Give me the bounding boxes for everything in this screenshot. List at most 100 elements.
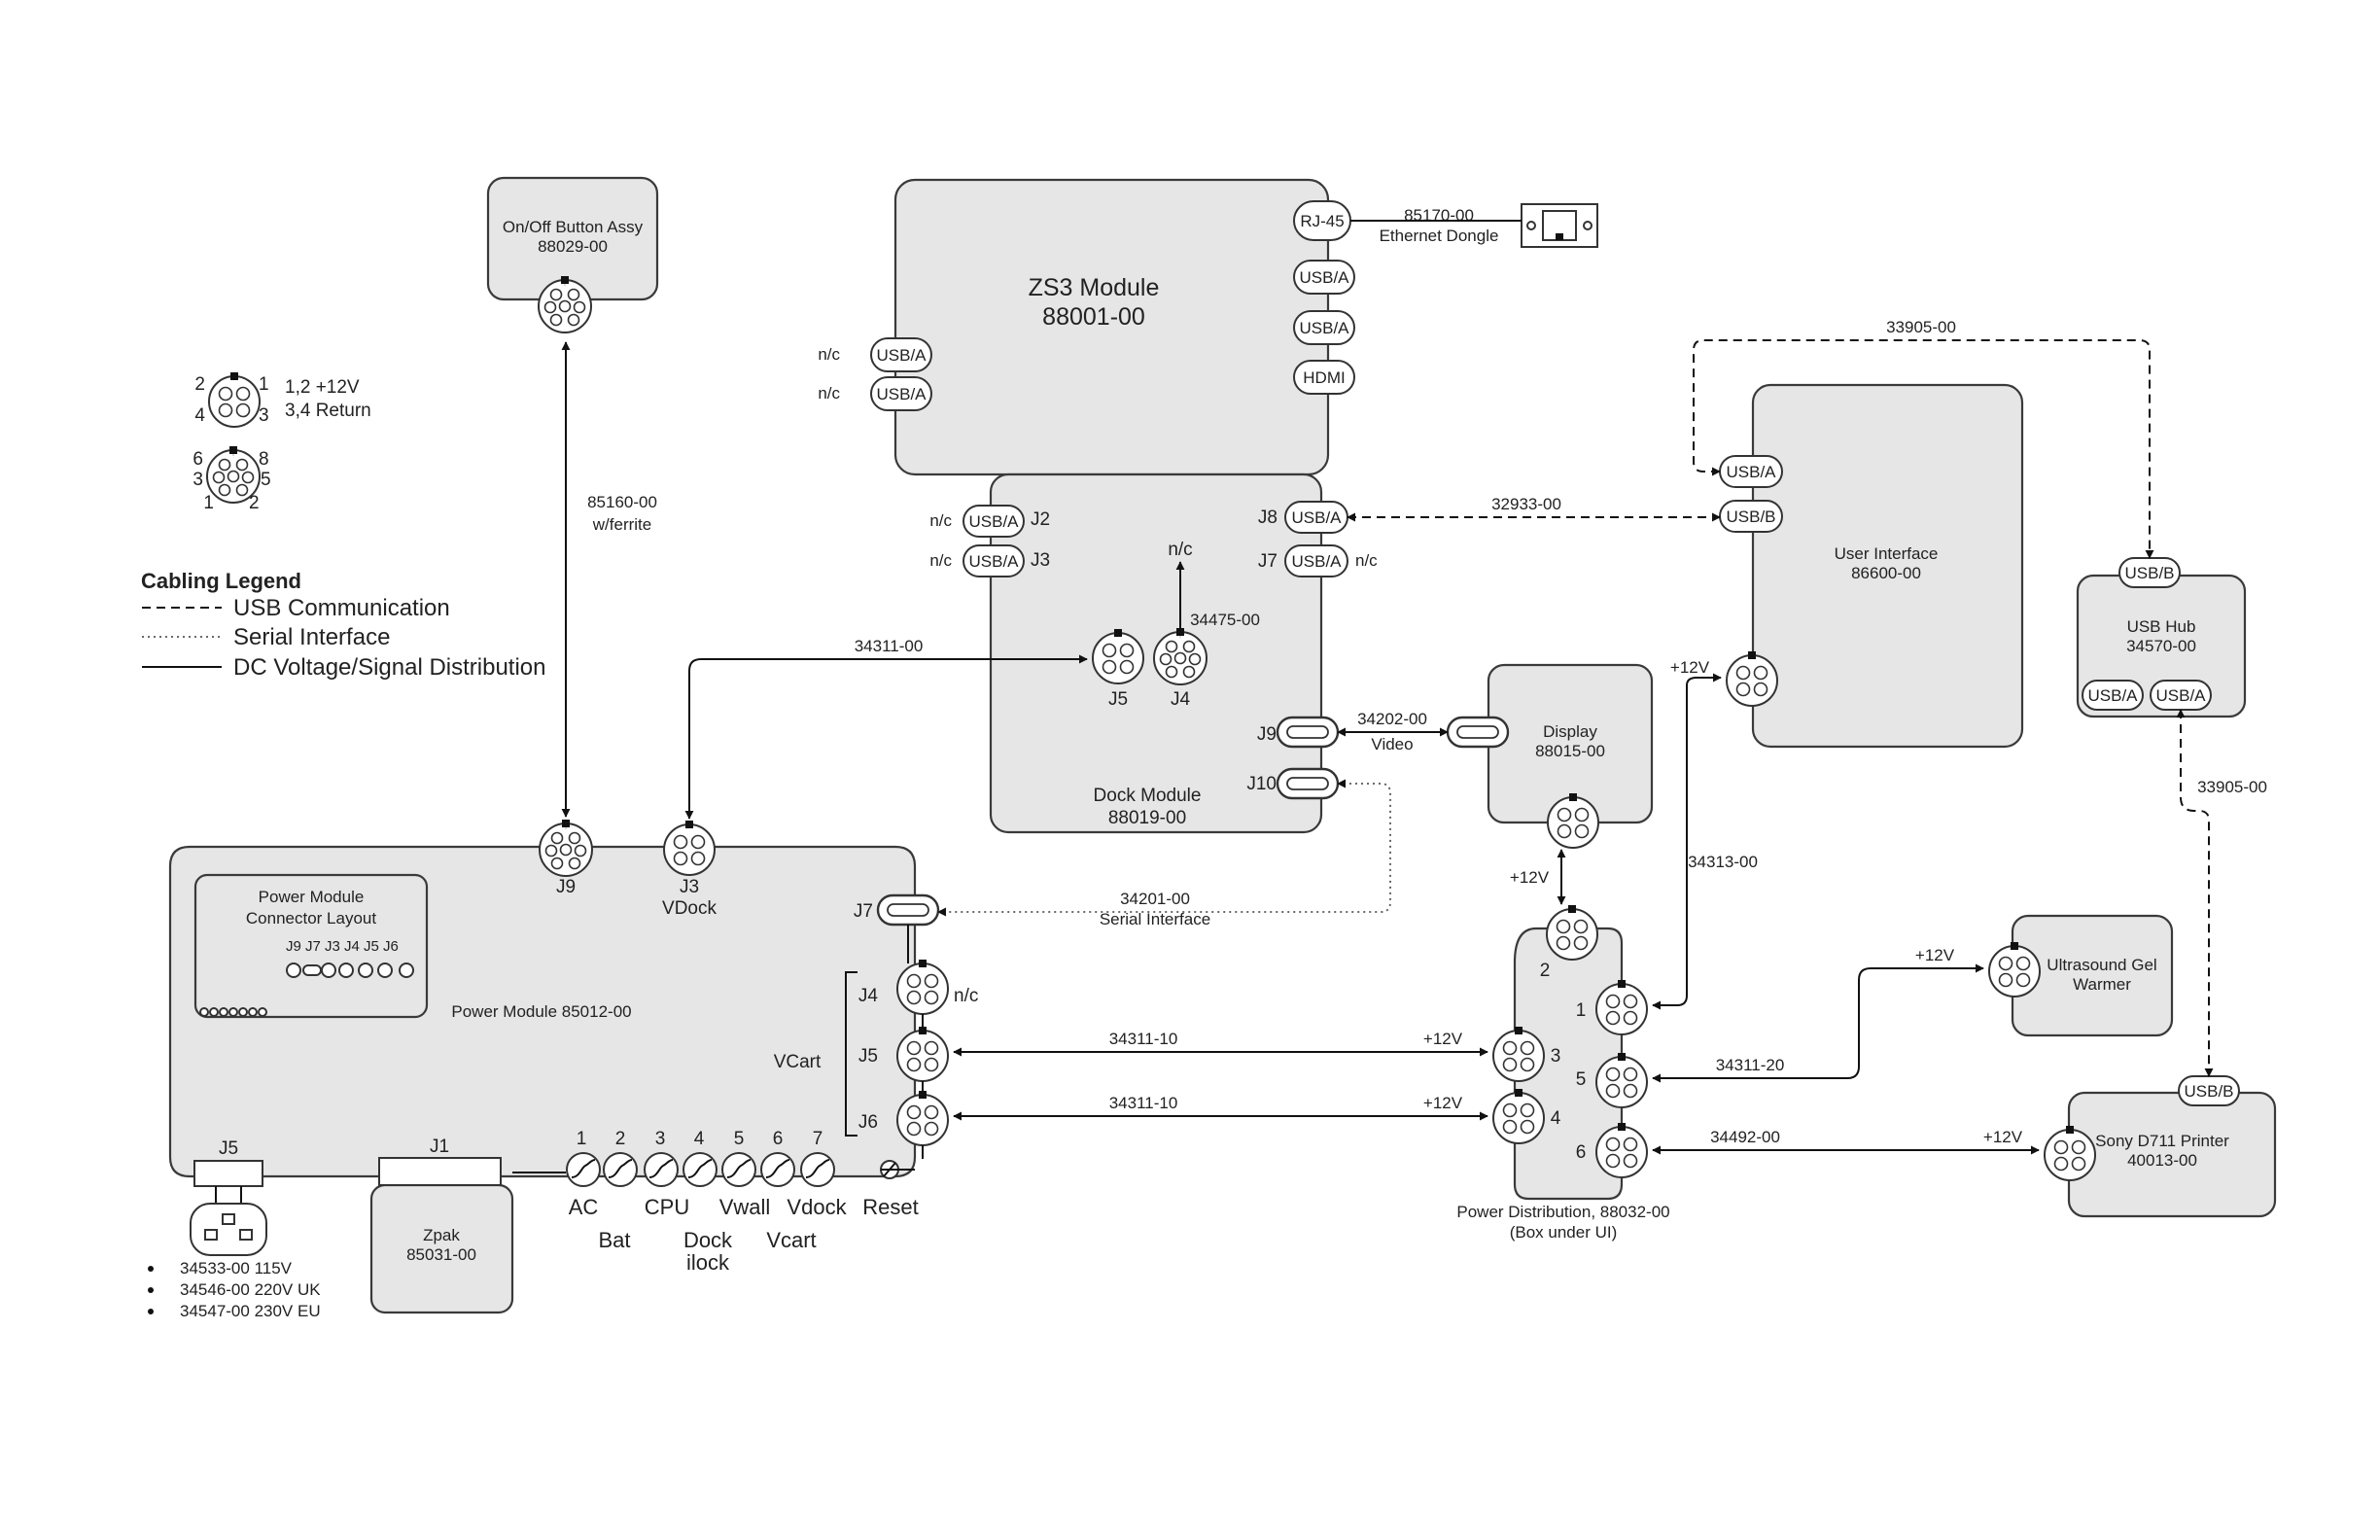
- ui-name: User Interface: [1835, 544, 1939, 563]
- pd4-plus12: +12V: [1423, 1094, 1463, 1112]
- zpak-name: Zpak: [423, 1226, 460, 1244]
- svg-text:HDMI: HDMI: [1303, 368, 1345, 387]
- power-cord-2: 34546-00 220V UK: [180, 1280, 321, 1299]
- printer-usb-b-port: USB/B: [2178, 1075, 2240, 1106]
- cable-34202-note: Video: [1371, 735, 1413, 753]
- power-dist-name: Power Distribution, 88032-00: [1456, 1203, 1669, 1221]
- usb-hub-pn: 34570-00: [2126, 637, 2196, 655]
- inset-title1: Power Module: [259, 888, 365, 906]
- cable-85160-note: w/ferrite: [592, 515, 651, 534]
- fuse-number-1: 1: [577, 1129, 587, 1149]
- reset-label: Reset: [862, 1195, 918, 1219]
- fuse-label-bat: Bat: [598, 1228, 630, 1252]
- pinout8-pin2: 2: [249, 493, 260, 513]
- fuse-number-5: 5: [734, 1129, 745, 1149]
- svg-text:USB/A: USB/A: [876, 346, 927, 365]
- cable-34492-label: 34492-00: [1710, 1128, 1780, 1146]
- ethernet-pn: 85170-00: [1404, 206, 1474, 225]
- fuse-label-vdock: Vdock: [787, 1195, 847, 1219]
- ethernet-name: Ethernet Dongle: [1380, 227, 1499, 245]
- svg-text:USB/B: USB/B: [2184, 1082, 2233, 1101]
- svg-text:RJ-45: RJ-45: [1300, 212, 1344, 230]
- pm-j3-connector: [663, 820, 716, 876]
- pinout4-pin2: 2: [194, 374, 205, 395]
- ui-usb-a-port: USB/A: [1719, 455, 1783, 488]
- svg-text:USB/A: USB/A: [1291, 508, 1342, 527]
- pm-j7-label: J7: [854, 901, 873, 922]
- pinout8-pin6: 6: [192, 449, 203, 470]
- dock-j4-label: J4: [1171, 689, 1191, 710]
- ui-usb-b-port: USB/B: [1719, 500, 1783, 533]
- dock-j10-serial-port: [1276, 767, 1340, 800]
- fuse-label-ilock: ilock: [686, 1250, 730, 1275]
- cable-32933-label: 32933-00: [1491, 495, 1561, 513]
- pd-port-6-label: 6: [1576, 1142, 1587, 1163]
- nc-label: n/c: [954, 986, 978, 1006]
- pm-j3-label: J3: [680, 877, 699, 897]
- cable-34311-00-label: 34311-00: [855, 637, 924, 655]
- pd-port-1-label: 1: [1576, 1000, 1587, 1021]
- dock-j9-video-port: [1276, 716, 1340, 749]
- fuse-number-7: 7: [813, 1129, 823, 1149]
- pinout8-pin8: 8: [259, 449, 269, 470]
- hub-usb-b-port: USB/B: [2118, 557, 2181, 588]
- display-video-port: [1446, 716, 1510, 749]
- svg-text:USB/A: USB/A: [1299, 268, 1349, 287]
- cable-34311-20: [1652, 963, 1984, 1083]
- power-distribution-box: [1513, 927, 1624, 1201]
- cable-34202-pn: 34202-00: [1357, 710, 1427, 728]
- nc-label: n/c: [1355, 551, 1378, 570]
- nc-label: n/c: [929, 551, 952, 570]
- svg-text:USB/B: USB/B: [2124, 564, 2174, 582]
- on-off-pn: 88029-00: [538, 237, 608, 256]
- inset-mini-connectors: [199, 962, 414, 1017]
- legend-usb-label: USB Communication: [233, 595, 450, 621]
- power-cord-3: 34547-00 230V EU: [180, 1302, 321, 1320]
- cable-34313: [1652, 673, 1722, 1010]
- connector-layout-inset: [193, 873, 429, 1019]
- dock-j3-label: J3: [1031, 550, 1050, 571]
- dock-usb-a-j2: USB/A: [962, 505, 1025, 538]
- display-plus12: +12V: [1510, 868, 1550, 887]
- ac-inlet-j5: [193, 1160, 263, 1187]
- pinout4-pin4: 4: [194, 405, 205, 426]
- pm-j9-label: J9: [556, 877, 576, 897]
- svg-text:USB/A: USB/A: [2155, 686, 2206, 705]
- display-name: Display: [1543, 722, 1597, 741]
- gel-plus12: +12V: [1915, 946, 1955, 964]
- pinout-4pin: [208, 371, 261, 428]
- pinout4-desc2: 3,4 Return: [285, 401, 371, 421]
- gel-warmer-name2: Warmer: [2073, 975, 2131, 994]
- zs3-pn: 88001-00: [1042, 303, 1145, 331]
- cable-85160-pn: 85160-00: [587, 493, 657, 511]
- legend-serial-label: Serial Interface: [233, 624, 390, 650]
- printer-name: Sony D711 Printer: [2095, 1132, 2229, 1150]
- svg-text:USB/A: USB/A: [1726, 463, 1776, 481]
- dock-pn: 88019-00: [1108, 808, 1186, 828]
- cable-33905-top: [1693, 339, 2154, 559]
- pd-port-2: [1546, 904, 1598, 961]
- pd-port-5-label: 5: [1576, 1069, 1587, 1090]
- cable-34201: [937, 779, 1391, 917]
- dock-usb-a-j8: USB/A: [1284, 501, 1348, 534]
- svg-text:USB/A: USB/A: [968, 512, 1019, 531]
- fuse-number-3: 3: [655, 1129, 666, 1149]
- dock-j7-label: J7: [1258, 551, 1278, 572]
- zpak-j1-connector: [378, 1157, 502, 1186]
- pd-port-2-label: 2: [1540, 961, 1551, 981]
- pd-port-4-label: 4: [1551, 1108, 1561, 1129]
- cable-33905-side: [2176, 709, 2214, 1077]
- pm-j4-label: J4: [858, 986, 879, 1006]
- display-pn: 88015-00: [1535, 742, 1605, 760]
- pinout8-pin3: 3: [192, 470, 203, 490]
- dock-j5-label: J5: [1108, 689, 1128, 710]
- zs3-name: ZS3 Module: [1029, 274, 1160, 301]
- power-cord-1: 34533-00 115V: [180, 1259, 293, 1278]
- pd3-plus12: +12V: [1423, 1030, 1463, 1048]
- pm-j6-label: J6: [858, 1112, 878, 1133]
- fuse-label-cpu: CPU: [645, 1195, 689, 1219]
- fuse-number-6: 6: [773, 1129, 784, 1149]
- cable-34311-10-b-label: 34311-10: [1109, 1094, 1178, 1112]
- zs3-rj45-port: RJ-45: [1293, 200, 1351, 241]
